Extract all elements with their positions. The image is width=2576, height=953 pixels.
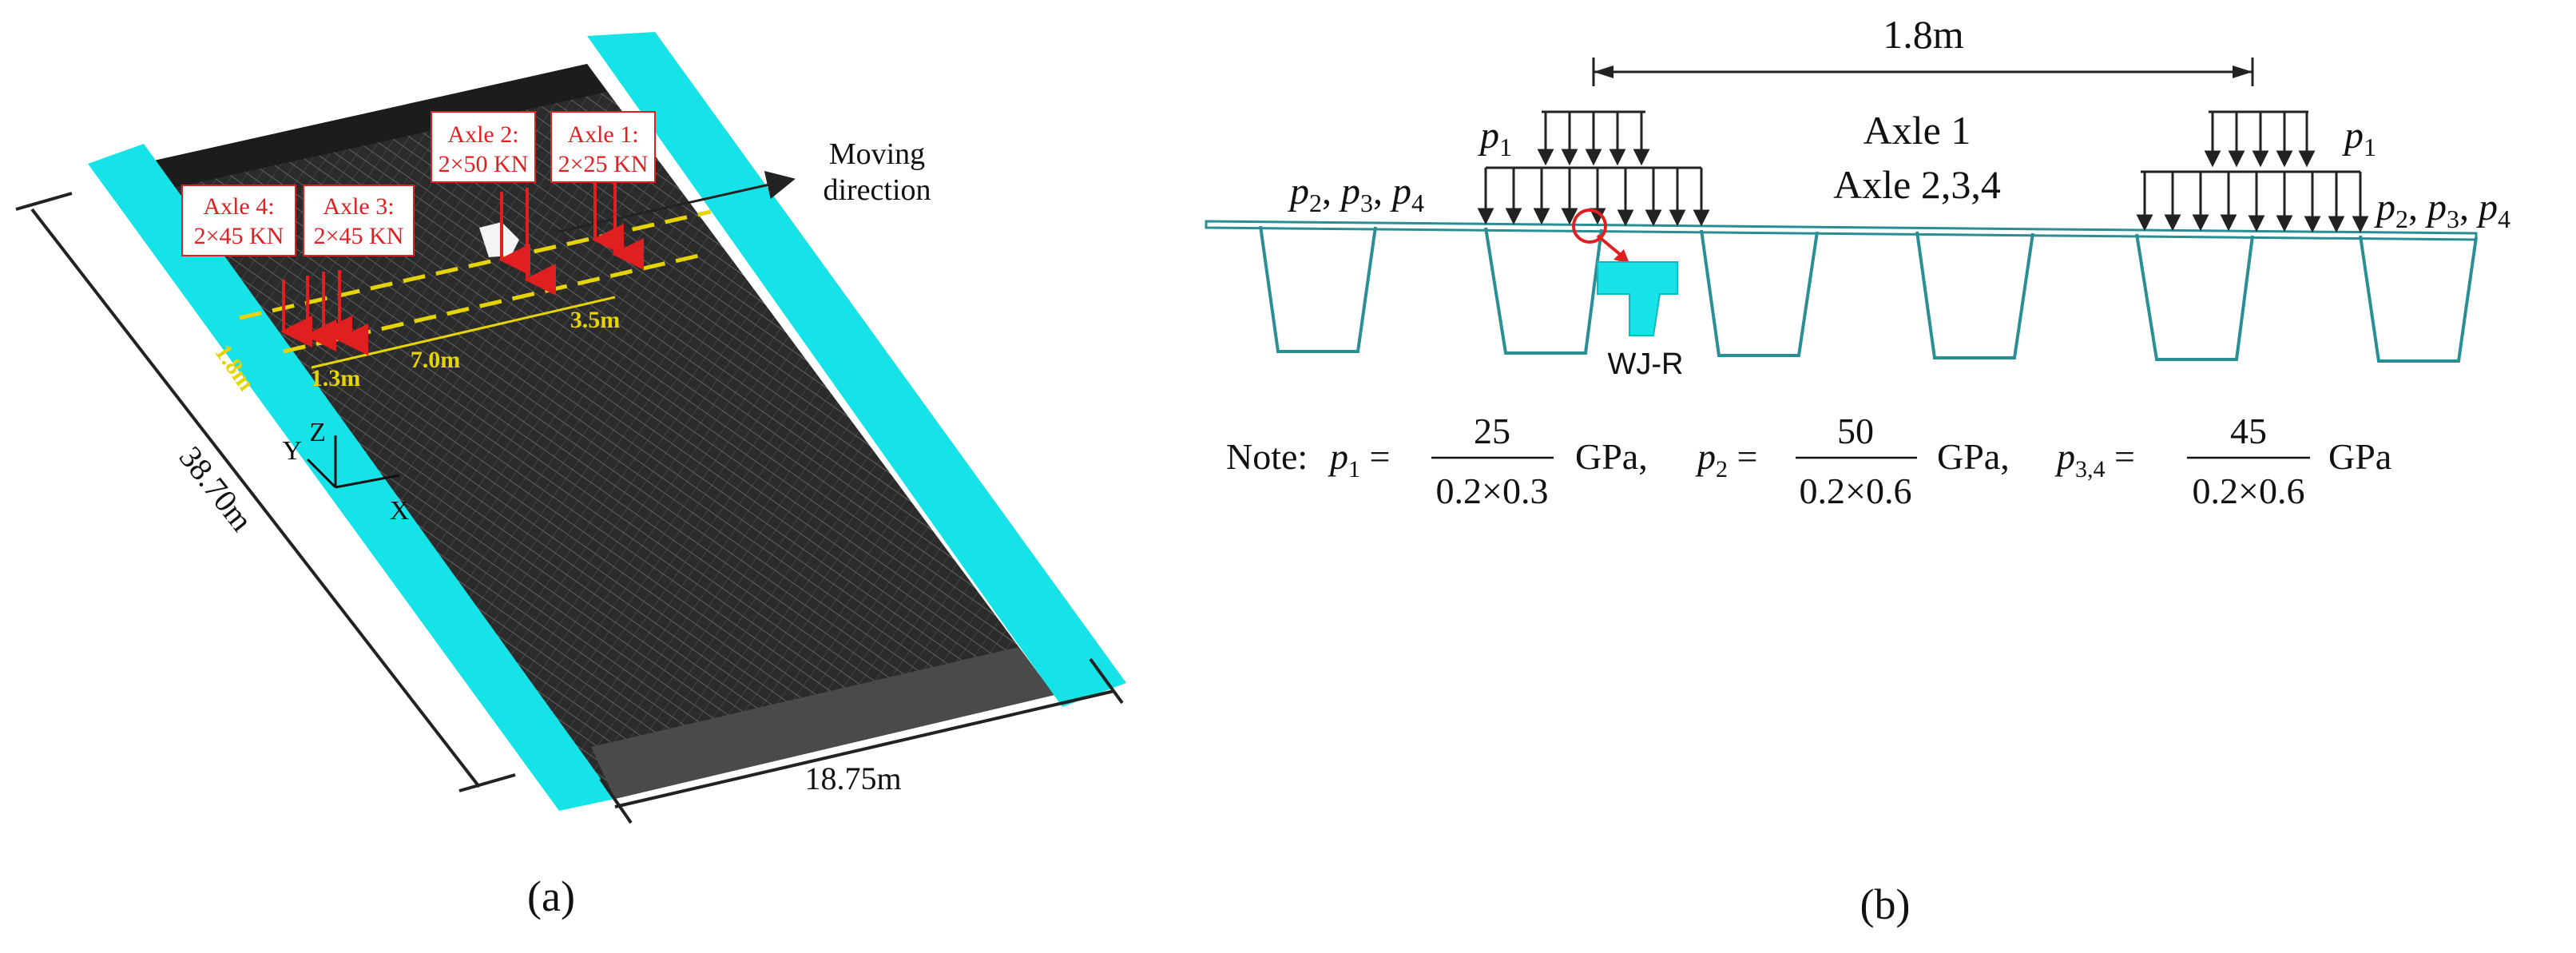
- axle-234-label: Axle 2,3,4: [1833, 162, 2001, 207]
- svg-text:Axle 1:: Axle 1:: [567, 121, 638, 148]
- note-p2: p2 =: [1695, 436, 1757, 482]
- wheel-path-1: [239, 209, 712, 320]
- svg-text:2×45 KN: 2×45 KN: [194, 223, 284, 249]
- dim-width-tick-left: [599, 777, 633, 824]
- right-edge-girder: [587, 32, 1126, 707]
- left-p1-label: p1: [1478, 114, 1512, 161]
- note-p1: p1 =: [1328, 436, 1390, 482]
- weld-pointer-arrow: [1596, 234, 1623, 257]
- dim-1-3-label: 1.3m: [311, 365, 361, 391]
- svg-text:2×25 KN: 2×25 KN: [558, 151, 649, 177]
- weld-label: WJ-R: [1608, 347, 1684, 381]
- axle-label-2: Axle 2: 2×50 KN: [431, 111, 536, 183]
- top-dim-label: 1.8m: [1883, 12, 1964, 57]
- axis-y-label: Y: [282, 436, 302, 466]
- note-prefix: Note:: [1226, 436, 1308, 477]
- note-p34-num: 45: [2230, 411, 2267, 451]
- panel-b-label: (b): [1860, 880, 1911, 928]
- svg-text:2×50 KN: 2×50 KN: [439, 151, 529, 177]
- right-load-group: [2136, 110, 2369, 233]
- weld-highlight-circle: [1572, 208, 1607, 244]
- right-p234-label: p2, p3, p4: [2374, 186, 2511, 233]
- moving-direction-label-2: direction: [823, 173, 931, 207]
- axle-1-label: Axle 1: [1864, 108, 1971, 153]
- svg-text:Axle 4:: Axle 4:: [203, 193, 274, 220]
- top-dim-arrow-left: [1594, 66, 1613, 78]
- panel-a: 38.70m 18.75m Moving direction: [15, 32, 1126, 920]
- left-p234-label: p2, p3, p4: [1288, 170, 1424, 217]
- dim-7-0-label: 7.0m: [411, 347, 461, 373]
- dim-3-5-label: 3.5m: [570, 307, 621, 333]
- panel-b: 1.8m Axle 1 Axle 2,3,4: [1205, 12, 2511, 928]
- panel-a-label: (a): [527, 872, 575, 920]
- dim-width-label: 18.75m: [804, 760, 901, 796]
- note-p1-num: 25: [1474, 411, 1510, 451]
- note-p2-unit: GPa,: [1937, 436, 2010, 477]
- note-p34-unit: GPa: [2328, 436, 2391, 477]
- axis-x-label: X: [390, 496, 410, 526]
- axle-label-3: Axle 3: 2×45 KN: [303, 185, 415, 256]
- left-edge-girder: [88, 144, 615, 811]
- axle-label-1: Axle 1: 2×25 KN: [550, 111, 656, 183]
- u-ribs: [1259, 225, 2478, 363]
- axle-label-4: Axle 4: 2×45 KN: [181, 185, 296, 256]
- load-arrows: [280, 174, 644, 355]
- coordinate-axes: Z Y X: [282, 418, 409, 526]
- svg-text:Axle 2:: Axle 2:: [447, 121, 518, 148]
- left-load-group: [1477, 110, 1710, 227]
- top-dim-arrow-right: [2233, 66, 2253, 78]
- dim-width-tick-right: [1089, 657, 1124, 705]
- note-formula: Note: p1 = 25 0.2×0.3 GPa, p2 = 50 0.2×0…: [1226, 411, 2391, 511]
- dim-width-line: [614, 689, 1115, 808]
- weld-detail-mesh: [1597, 261, 1678, 336]
- deck-mesh-dense-top: [140, 64, 607, 192]
- note-p1-den: 0.2×0.3: [1436, 471, 1549, 511]
- moving-direction-label-1: Moving: [829, 137, 925, 171]
- dim-length-line: [30, 208, 481, 788]
- weld-pointer-arrowhead: [1613, 249, 1629, 264]
- note-p2-den: 0.2×0.6: [1800, 471, 1912, 511]
- note-p34: p3,4 =: [2054, 436, 2135, 482]
- svg-text:Axle 3:: Axle 3:: [323, 193, 394, 220]
- axis-z-label: Z: [309, 418, 326, 447]
- dim-axle-spacing-line: [311, 296, 616, 369]
- dim-length-tick-top: [15, 192, 73, 211]
- deck-mesh-dense-bottom: [591, 647, 1054, 799]
- moving-direction-arrow: [558, 170, 796, 233]
- svg-text:2×45 KN: 2×45 KN: [314, 223, 404, 249]
- note-p34-den: 0.2×0.6: [2193, 471, 2305, 511]
- note-p2-num: 50: [1837, 411, 1874, 451]
- note-p1-unit: GPa,: [1575, 436, 1648, 477]
- dim-length-tick-bottom: [458, 773, 516, 792]
- right-p1-label: p1: [2342, 114, 2376, 161]
